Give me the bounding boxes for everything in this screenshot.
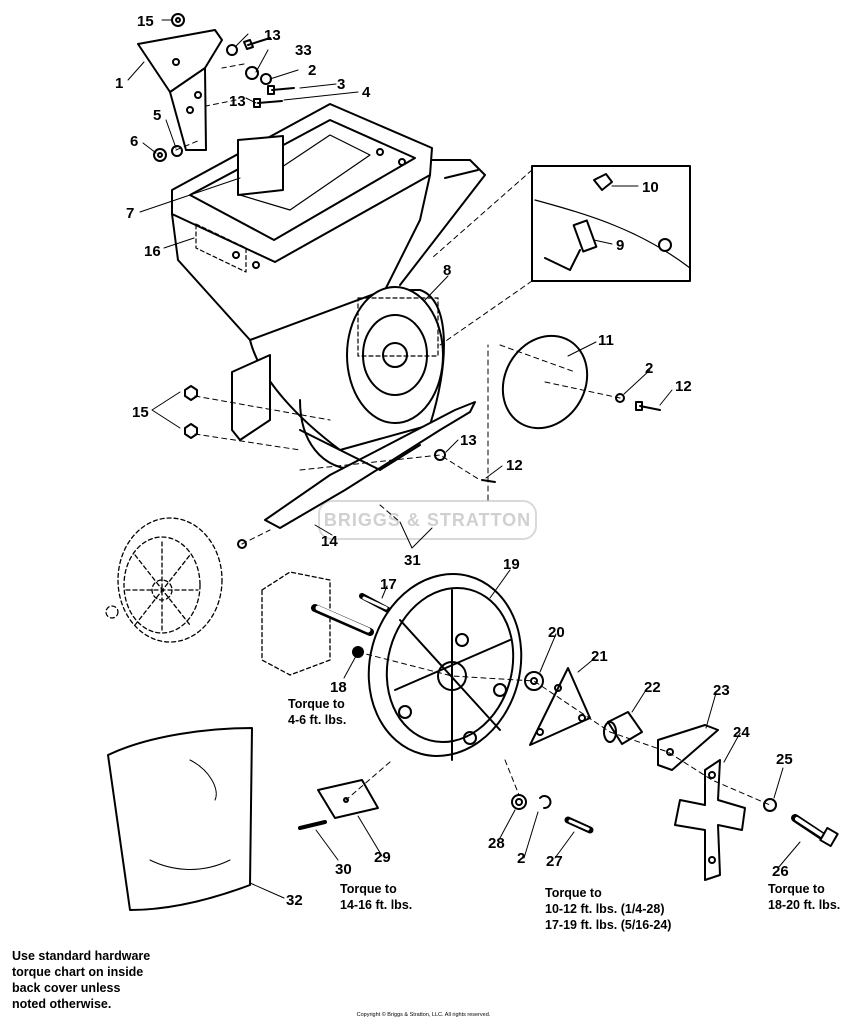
- callout-18: 18: [330, 679, 347, 696]
- shaft-key: [311, 593, 391, 658]
- callout-31: 31: [404, 552, 421, 569]
- callout-15: 15: [137, 13, 154, 30]
- callout-29: 29: [374, 849, 391, 866]
- callout-19: 19: [503, 556, 520, 573]
- torque-note-line: 4-6 ft. lbs.: [288, 713, 347, 727]
- callout-15: 15: [132, 404, 149, 421]
- callout-2: 2: [517, 850, 525, 867]
- frame: [237, 401, 476, 549]
- torque-note-line: 18-20 ft. lbs.: [768, 898, 841, 912]
- hardware-note-line: Use standard hardware: [12, 949, 151, 963]
- torque-note-line: 10-12 ft. lbs. (1/4-28): [545, 902, 665, 916]
- torque-note-line: 17-19 ft. lbs. (5/16-24): [545, 918, 672, 932]
- callout-12: 12: [675, 378, 692, 395]
- callout-7: 7: [126, 205, 134, 222]
- callout-9: 9: [616, 237, 624, 254]
- callout-22: 22: [644, 679, 661, 696]
- small-hardware: [511, 794, 839, 848]
- chipper-blade: [298, 779, 379, 830]
- torque-note-line: 14-16 ft. lbs.: [340, 898, 413, 912]
- callout-5: 5: [153, 107, 161, 124]
- torque-note-line: Torque to: [545, 886, 602, 900]
- engine-outline: [261, 571, 331, 676]
- hardware-torque-note: Use standard hardware torque chart on in…: [12, 948, 150, 1012]
- watermark: BRIGGS & STRATTON: [318, 500, 537, 540]
- leader-lines: [127, 19, 801, 899]
- torque-note-26: Torque to 18-20 ft. lbs.: [768, 881, 840, 913]
- anvil-brackets: [657, 724, 746, 881]
- callout-23: 23: [713, 682, 730, 699]
- callout-20: 20: [548, 624, 565, 641]
- callout-30: 30: [335, 861, 352, 878]
- callout-1: 1: [115, 75, 123, 92]
- callout-33: 33: [295, 42, 312, 59]
- callout-14: 14: [321, 533, 338, 550]
- hardware-note-line: back cover unless: [12, 981, 121, 995]
- callout-24: 24: [733, 724, 750, 741]
- callout-32: 32: [286, 892, 303, 909]
- callout-6: 6: [130, 133, 138, 150]
- callout-11: 11: [598, 332, 614, 349]
- mounting-bracket: [137, 29, 223, 151]
- callout-13: 13: [264, 27, 281, 44]
- copyright-text: Copyright © Briggs & Stratton, LLC. All …: [356, 1012, 491, 1018]
- hardware-note-line: torque chart on inside: [12, 965, 144, 979]
- hopper-hardware: [153, 13, 295, 162]
- callout-2: 2: [308, 62, 316, 79]
- hub-parts: [524, 667, 643, 746]
- assembly-lines: [175, 63, 771, 806]
- inset-detail: [531, 165, 691, 282]
- callout-27: 27: [546, 853, 563, 870]
- torque-note-line: Torque to: [768, 882, 825, 896]
- collection-bag: [107, 727, 253, 911]
- callout-4: 4: [362, 84, 371, 101]
- rotor-flywheel: [367, 573, 523, 761]
- torque-note-line: Torque to: [340, 882, 397, 896]
- callout-21: 21: [591, 648, 608, 665]
- torque-note-line: Torque to: [288, 697, 345, 711]
- callout-25: 25: [776, 751, 793, 768]
- callout-8: 8: [443, 262, 451, 279]
- callout-3: 3: [337, 76, 345, 93]
- torque-note-18: Torque to 4-6 ft. lbs.: [288, 696, 346, 728]
- callout-2: 2: [645, 360, 653, 377]
- callout-16: 16: [144, 243, 161, 260]
- hardware-note-line: noted otherwise.: [12, 997, 112, 1011]
- callout-26: 26: [772, 863, 789, 880]
- torque-note-27: Torque to 10-12 ft. lbs. (1/4-28) 17-19 …: [545, 885, 671, 933]
- callout-28: 28: [488, 835, 505, 852]
- callout-12: 12: [506, 457, 523, 474]
- callout-10: 10: [642, 179, 659, 196]
- wheel: [105, 517, 223, 643]
- chipper-housing: [231, 286, 445, 471]
- callout-13: 13: [460, 432, 477, 449]
- callout-17: 17: [380, 576, 397, 593]
- torque-note-30: Torque to 14-16 ft. lbs.: [340, 881, 412, 913]
- callout-labels: 15 13 33 2 3 4 1 13 5 6 7 16 10 9 8 11 2…: [115, 13, 793, 909]
- callout-13: 13: [229, 93, 246, 110]
